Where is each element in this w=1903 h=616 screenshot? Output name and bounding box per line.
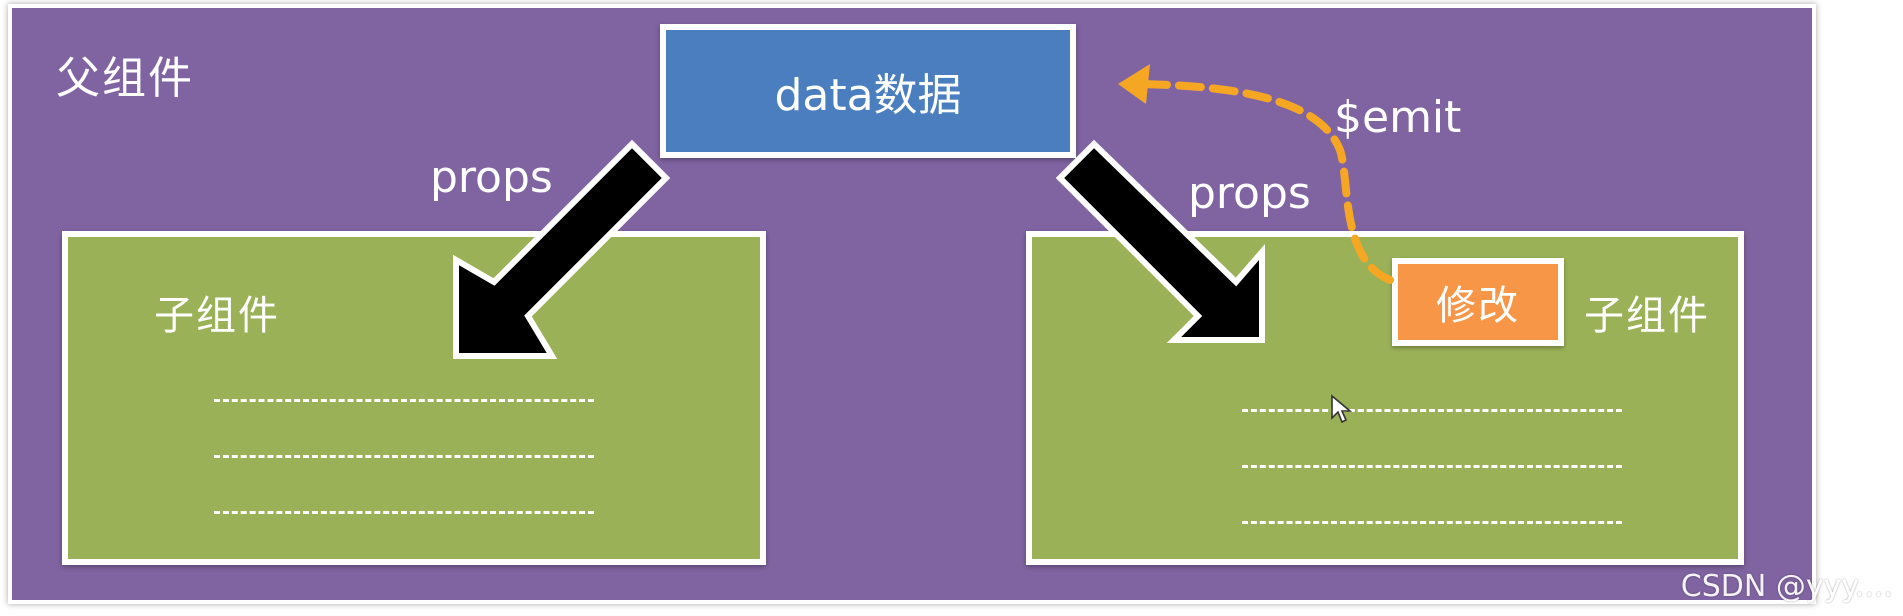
emit-label: $emit bbox=[1334, 92, 1462, 143]
child-component-left-label: 子组件 bbox=[154, 293, 280, 339]
mouse-cursor-icon bbox=[1331, 394, 1353, 424]
data-box: data数据 bbox=[660, 24, 1076, 158]
placeholder-line-4 bbox=[1242, 409, 1622, 412]
placeholder-line-1 bbox=[214, 399, 594, 402]
watermark: CSDN @yyy.... bbox=[1680, 569, 1893, 604]
props-label-left: props bbox=[430, 152, 553, 203]
parent-component-label: 父组件 bbox=[56, 53, 194, 104]
child-component-right-label: 子组件 bbox=[1584, 293, 1710, 339]
placeholder-line-2 bbox=[214, 455, 594, 458]
placeholder-line-3 bbox=[214, 511, 594, 514]
modify-button[interactable]: 修改 bbox=[1392, 258, 1564, 346]
data-box-label: data数据 bbox=[774, 70, 962, 121]
child-component-right: 子组件 bbox=[1026, 231, 1744, 565]
modify-button-label: 修改 bbox=[1436, 283, 1520, 329]
props-label-right: props bbox=[1188, 168, 1311, 219]
placeholder-line-5 bbox=[1242, 465, 1622, 468]
placeholder-line-6 bbox=[1242, 521, 1622, 524]
child-component-left: 子组件 bbox=[62, 231, 766, 565]
